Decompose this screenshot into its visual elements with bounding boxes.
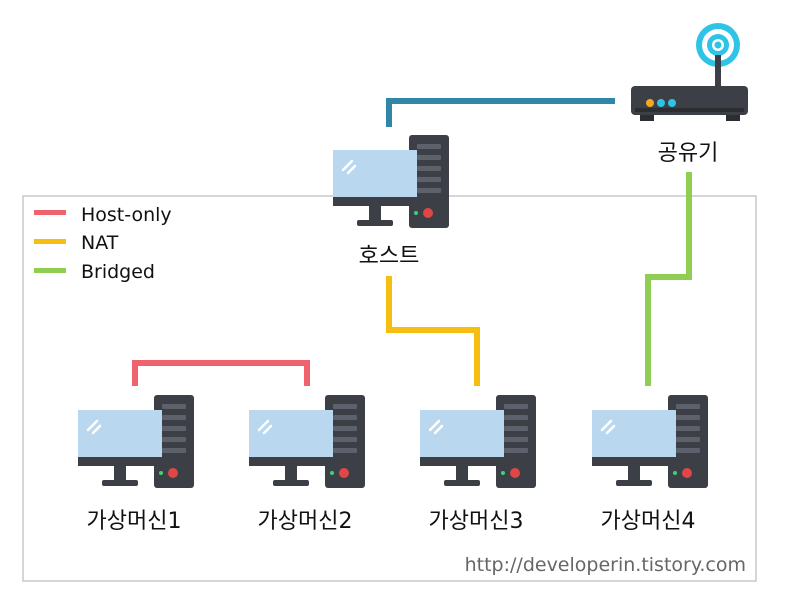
vm2-label: 가상머신2 [258, 509, 353, 534]
router-label: 공유기 [658, 141, 719, 166]
link-host-router [386, 98, 615, 127]
legend-label-nat: NAT [81, 232, 119, 254]
vm2-computer-icon [247, 393, 367, 490]
vm1-label: 가상머신1 [87, 509, 182, 534]
vm4-computer-icon [590, 393, 710, 490]
link-bridged [645, 172, 692, 386]
legend-label-host-only: Host-only [81, 204, 172, 226]
vm3-computer-icon [418, 393, 538, 490]
wifi-signal-icon [696, 23, 740, 67]
vm3-label: 가상머신3 [429, 509, 524, 534]
legend-swatch-nat [34, 239, 66, 244]
router-icon [631, 86, 748, 115]
host-label: 호스트 [359, 244, 420, 269]
vm4-label: 가상머신4 [601, 509, 696, 534]
host-computer-icon [331, 133, 451, 230]
link-host-only [132, 360, 310, 386]
link-nat [386, 276, 480, 386]
watermark: http://developerin.tistory.com [465, 554, 746, 576]
vm1-computer-icon [76, 393, 196, 490]
router [631, 23, 748, 121]
legend-label-bridged: Bridged [81, 261, 155, 283]
legend-swatch-host-only [34, 210, 66, 215]
legend: Host-only NAT Bridged [34, 204, 172, 283]
legend-swatch-bridged [34, 268, 66, 273]
